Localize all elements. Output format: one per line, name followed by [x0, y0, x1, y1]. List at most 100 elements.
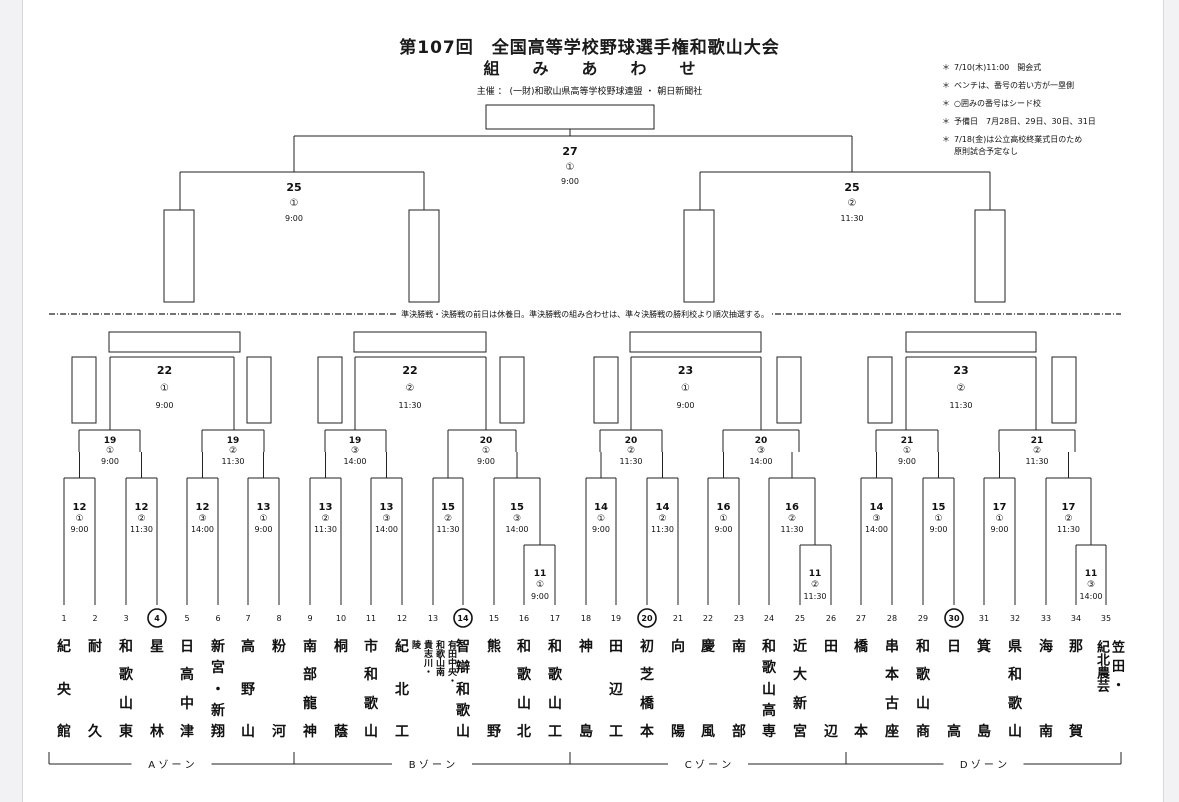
school-name-char: 日: [947, 639, 961, 655]
organizer-line: 主催 ： (一財)和歌山県高等学校野球連盟 ・ 朝日新聞社: [476, 87, 703, 97]
zone-label: B ゾ ー ン: [409, 759, 455, 771]
qf-label-game: ②: [957, 383, 966, 394]
note-bullet: ＊: [942, 117, 950, 126]
school-name-char: 歌: [517, 667, 531, 684]
school-name-char: 歌: [119, 667, 133, 684]
round3-label-game: ③: [351, 446, 359, 456]
school-name-char: 北: [517, 723, 531, 740]
school-name-char: 野: [241, 681, 255, 698]
school-name-char: 本: [854, 724, 868, 740]
round2-label-time: 14:00: [375, 525, 398, 534]
round3-label-time: 11:30: [1025, 457, 1048, 466]
semifinal-label-date: 25: [844, 181, 859, 194]
school-name: 日高: [939, 640, 969, 740]
slot-number: 30: [948, 614, 960, 623]
round2-label-time: 11:30: [436, 525, 459, 534]
round2-label-date: 12: [135, 502, 149, 513]
slot-number: 2: [92, 614, 97, 623]
school-name: 粉河: [264, 640, 294, 740]
school-name-char: 龍: [303, 695, 317, 712]
round2-label-date: 12: [196, 502, 210, 513]
final-label-game: ①: [566, 162, 575, 173]
qf-winner-box: [593, 356, 619, 424]
round2-label-date: 12: [73, 502, 87, 513]
slot-number: 18: [581, 614, 591, 623]
school-name-char: 翔: [211, 724, 225, 740]
round3-label-date: 20: [480, 436, 493, 446]
round2-label-game: ③: [198, 514, 206, 524]
school-name-char: 歌: [364, 695, 378, 712]
school-name-char: 山: [548, 695, 562, 712]
page-title: 第107回 全国高等学校野球選手権和歌山大会: [399, 38, 780, 58]
school-name-char: 北: [395, 681, 409, 698]
slot-number: 8: [276, 614, 281, 623]
round2-label-date: 17: [1062, 502, 1076, 513]
school-name-char: 日: [180, 639, 194, 655]
slot-number: 26: [826, 614, 836, 623]
school-name: 田辺工: [601, 640, 631, 740]
school-name: 和歌山北: [509, 640, 539, 740]
school-name: 初芝橋本: [632, 640, 662, 740]
school-name-char: 央: [57, 681, 71, 698]
round3-label-time: 14:00: [343, 457, 366, 466]
zone-label-bg: [131, 757, 212, 771]
qf-label-game: ②: [406, 383, 415, 394]
school-name: 南部: [724, 640, 754, 740]
school-name: 有田中央・和歌山南貴志川・陵: [410, 640, 456, 740]
round2-label-time: 11:30: [651, 525, 674, 534]
semifinal-winner-box: [408, 209, 440, 303]
slot-number: 5: [184, 614, 189, 623]
school-name-char: 大: [793, 667, 807, 684]
school-name-char: 島: [977, 724, 991, 740]
round3-label-game: ③: [757, 446, 765, 456]
zone-label: C ゾ ー ン: [685, 759, 732, 771]
school-name-char: 南: [303, 639, 317, 655]
slot-number: 23: [734, 614, 744, 623]
school-name-char: 本: [640, 723, 654, 740]
school-name: 桐蔭: [326, 640, 356, 740]
school-name-char: 和: [119, 639, 133, 655]
seed-circle: [944, 608, 964, 628]
note-item: ＊ベンチは、番号の若い方が一塁側: [942, 80, 1096, 92]
school-name-char: 和: [916, 639, 930, 655]
school-name-char: 辺: [609, 681, 623, 698]
school-name-column: 紀北農芸: [1094, 640, 1109, 692]
round2-label-time: 11:30: [1057, 525, 1080, 534]
semifinal-label-date: 25: [286, 181, 301, 194]
school-name-char: 辺: [824, 724, 838, 740]
qf-label-game: ①: [160, 383, 169, 394]
zone-label-bg: [392, 757, 472, 771]
final-label-date: 27: [562, 145, 577, 158]
slot-number: 28: [887, 614, 897, 623]
school-name-char: 林: [150, 724, 164, 740]
school-name: 那賀: [1061, 640, 1091, 740]
school-name-char: 専: [762, 724, 776, 740]
qf-winner-box: [1051, 356, 1077, 424]
slot-number: 29: [918, 614, 928, 623]
round3-label-date: 19: [349, 436, 362, 446]
slot-number: 22: [703, 614, 713, 623]
round3-label-game: ②: [229, 446, 237, 456]
slot-number: 31: [979, 614, 989, 623]
school-name-column: 貴志川・: [422, 640, 432, 676]
school-name-char: 山: [456, 724, 470, 740]
school-name-char: 東: [119, 723, 133, 740]
qf-result-box: [629, 331, 762, 353]
round3-label-time: 11:30: [619, 457, 642, 466]
school-name-char: 紀: [395, 639, 409, 655]
school-name-char: 和: [517, 639, 531, 655]
school-name-char: ・: [211, 681, 225, 698]
school-name: 県和歌山: [1000, 640, 1030, 740]
round2-label-date: 15: [441, 502, 455, 513]
round3-label-date: 21: [901, 436, 914, 446]
qf-label-game: ①: [681, 383, 690, 394]
note-text: 予備日 7月28日、29日、30日、31日: [954, 117, 1096, 126]
round1-label-date: 11: [534, 569, 547, 579]
school-name: 近大新宮: [785, 640, 815, 740]
qf-winner-box: [71, 356, 97, 424]
school-name-char: 神: [303, 723, 317, 740]
qf-label-date: 23: [678, 364, 693, 377]
school-name-char: 宮: [211, 660, 225, 677]
slot-number: 32: [1010, 614, 1020, 623]
school-name-char: 宮: [793, 723, 807, 740]
